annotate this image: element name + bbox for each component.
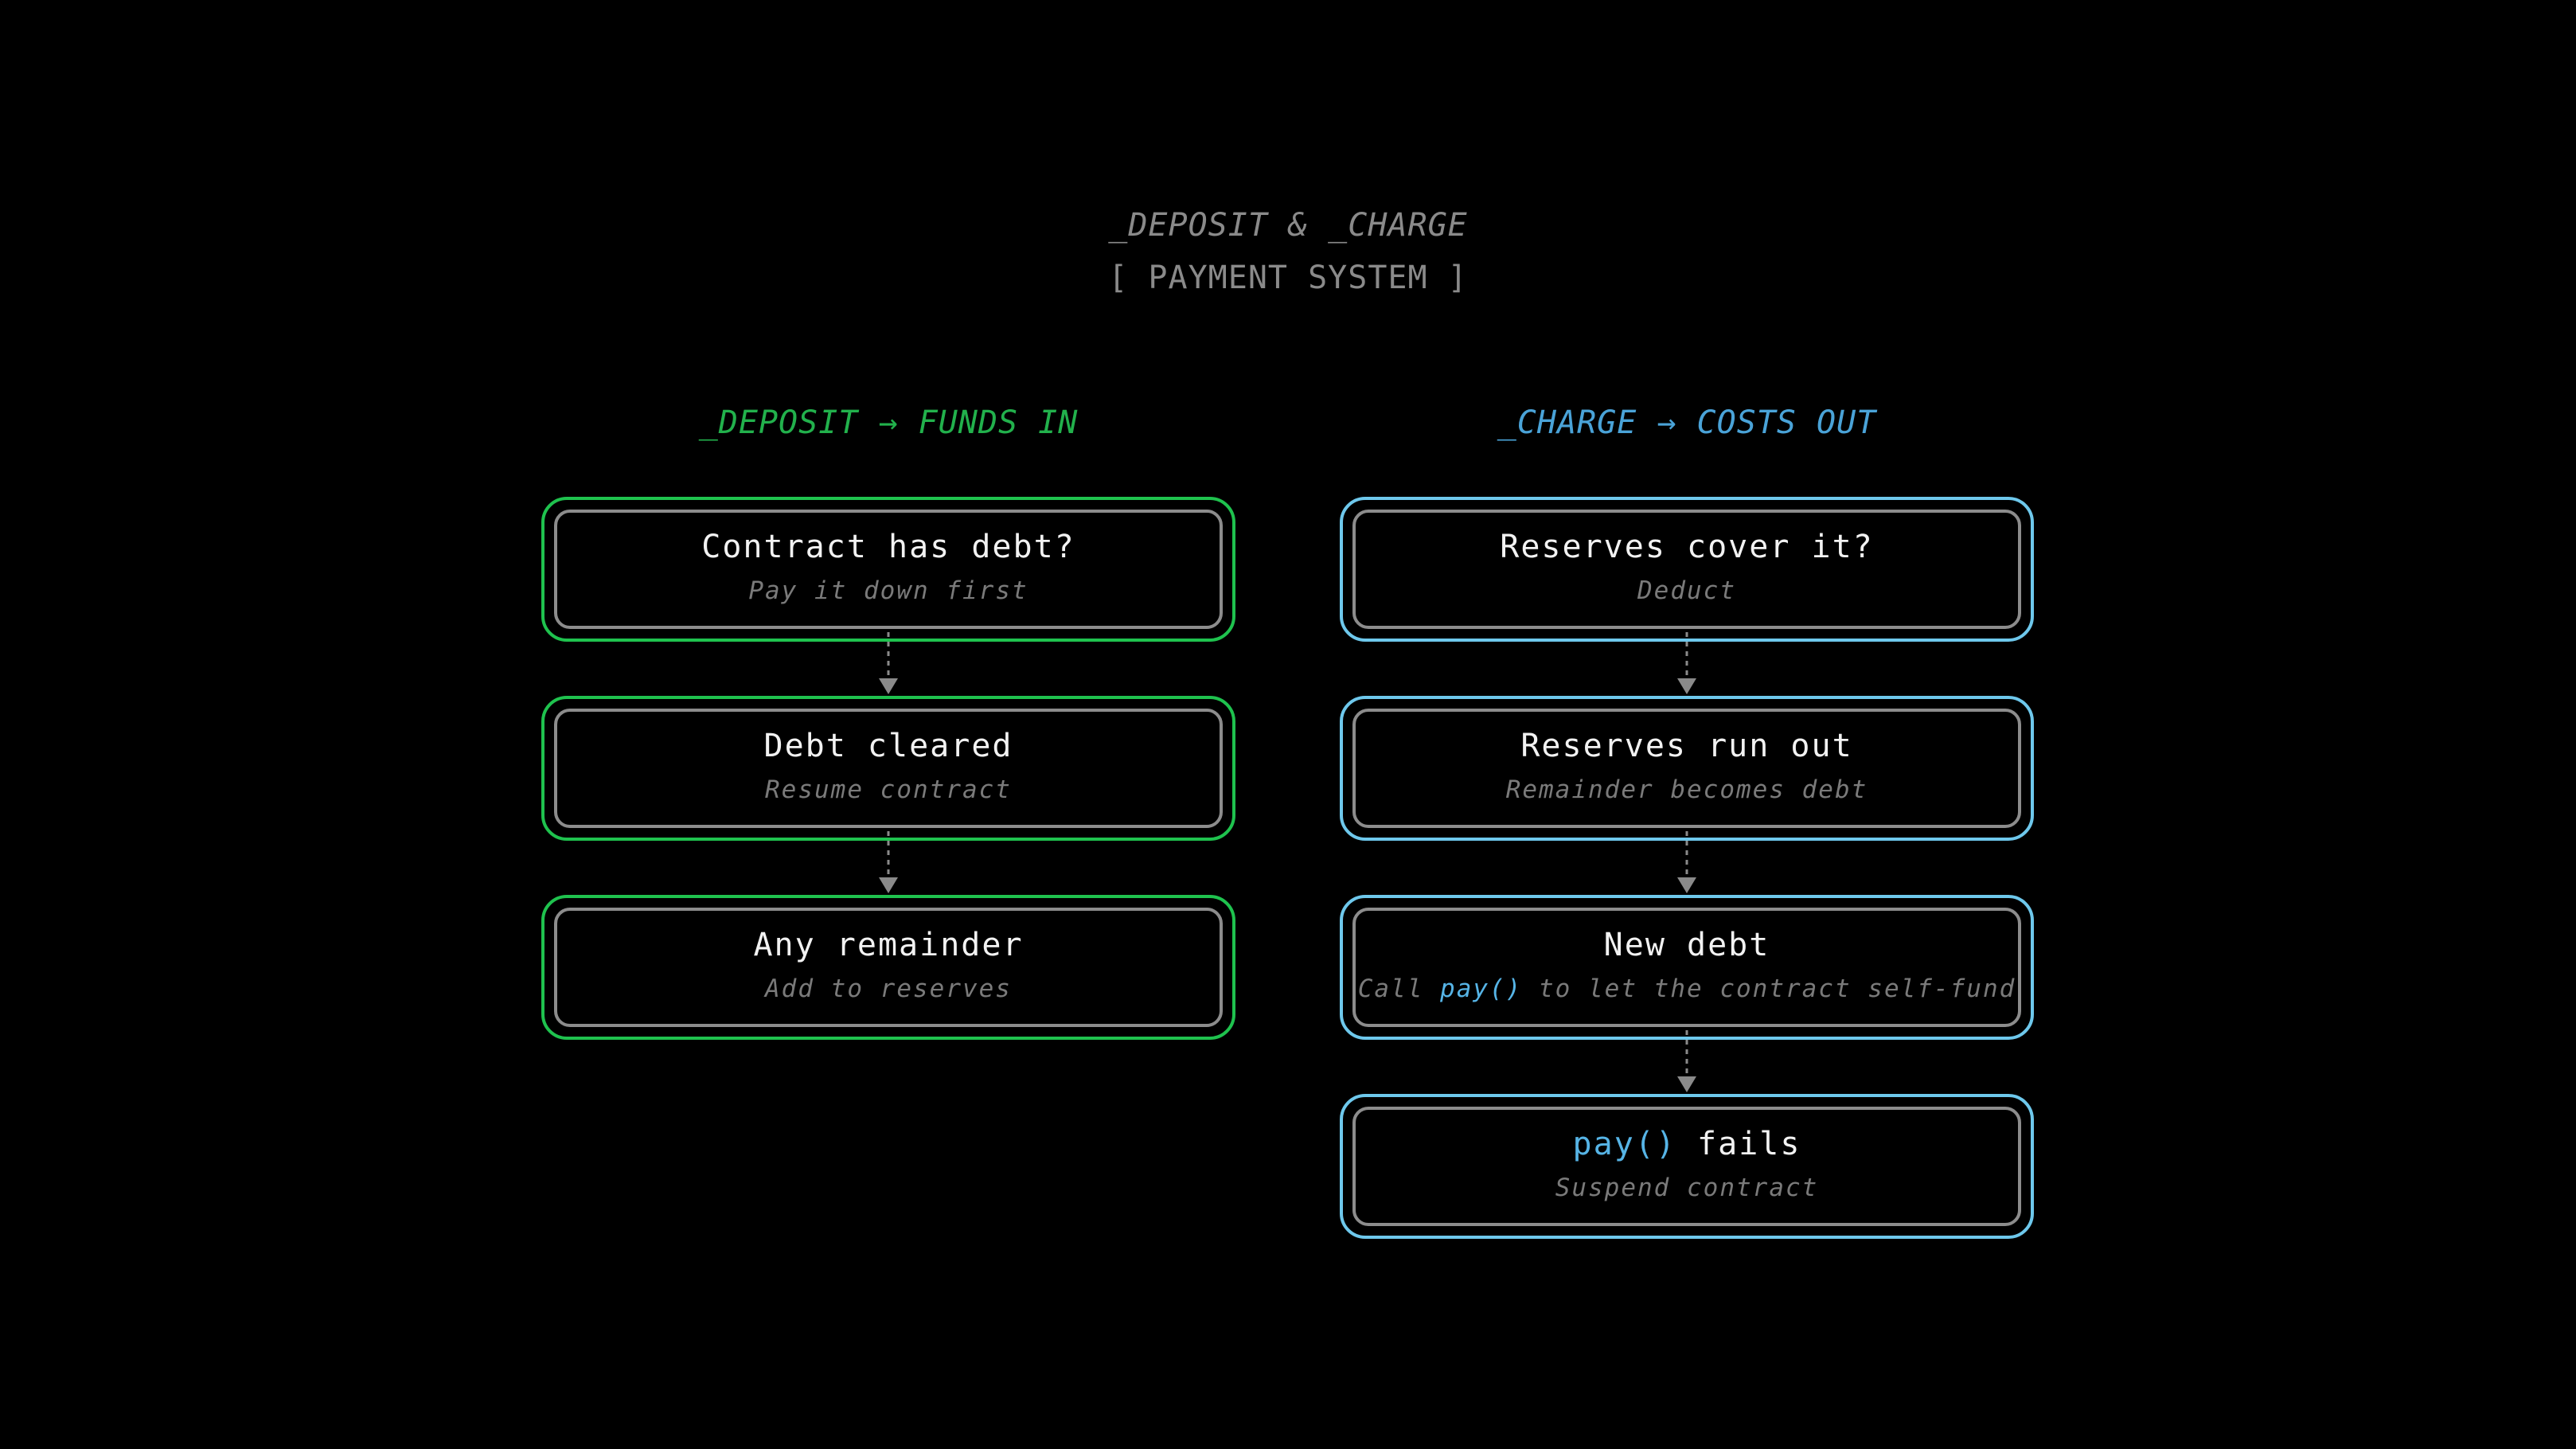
deposit-node-any-remainder: Any remainder Add to reserves: [541, 895, 1235, 1040]
sublabel-text: Call: [1357, 974, 1441, 1003]
node-label: Debt cleared: [763, 728, 1013, 764]
deposit-node-debt-cleared: Debt cleared Resume contract: [541, 696, 1235, 841]
node-label: Any remainder: [753, 927, 1024, 963]
diagram-title: _DEPOSIT & _CHARGE: [1108, 207, 1468, 244]
node-label: Contract has debt?: [701, 529, 1075, 565]
diagram-subtitle: [ PAYMENT SYSTEM ]: [1108, 260, 1468, 296]
node-label: New debt: [1603, 927, 1770, 963]
node-sublabel: Pay it down first: [748, 576, 1028, 605]
node-label: Reserves cover it?: [1500, 529, 1874, 565]
charge-node-inner: Reserves run out Remainder becomes debt: [1352, 709, 2021, 828]
charge-node-pay-fails: pay() fails Suspend contract: [1340, 1094, 2034, 1239]
charge-node-inner: New debt Call pay() to let the contract …: [1352, 908, 2021, 1027]
pay-function-code: pay(): [1572, 1126, 1676, 1162]
deposit-arrow-1: [879, 632, 898, 694]
deposit-node-inner: Contract has debt? Pay it down first: [554, 510, 1223, 629]
node-sublabel: Call pay() to let the contract self-fund: [1358, 974, 2016, 1003]
node-sublabel: Resume contract: [765, 775, 1012, 804]
charge-node-inner: Reserves cover it? Deduct: [1352, 510, 2021, 629]
charge-node-reserves-run-out: Reserves run out Remainder becomes debt: [1340, 696, 2034, 841]
charge-node-inner: pay() fails Suspend contract: [1352, 1107, 2021, 1226]
sublabel-text: to let the contract self-fund: [1522, 974, 2016, 1003]
deposit-node-inner: Debt cleared Resume contract: [554, 709, 1223, 828]
charge-node-reserves-cover-it: Reserves cover it? Deduct: [1340, 497, 2034, 642]
charge-arrow-2: [1677, 831, 1696, 893]
deposit-column-heading: _DEPOSIT → FUNDS IN: [698, 404, 1079, 441]
label-text: fails: [1676, 1126, 1801, 1162]
node-label: Reserves run out: [1520, 728, 1853, 764]
node-sublabel: Add to reserves: [765, 974, 1012, 1003]
pay-function-code: pay(): [1440, 974, 1523, 1003]
node-sublabel: Deduct: [1637, 576, 1736, 605]
charge-arrow-3: [1677, 1030, 1696, 1092]
node-sublabel: Suspend contract: [1555, 1174, 1819, 1202]
node-label: pay() fails: [1573, 1126, 1801, 1162]
deposit-arrow-2: [879, 831, 898, 893]
deposit-node-contract-has-debt: Contract has debt? Pay it down first: [541, 497, 1235, 642]
charge-column-heading: _CHARGE → COSTS OUT: [1497, 404, 1877, 441]
deposit-node-inner: Any remainder Add to reserves: [554, 908, 1223, 1027]
charge-arrow-1: [1677, 632, 1696, 694]
node-sublabel: Remainder becomes debt: [1505, 775, 1868, 804]
charge-node-new-debt: New debt Call pay() to let the contract …: [1340, 895, 2034, 1040]
